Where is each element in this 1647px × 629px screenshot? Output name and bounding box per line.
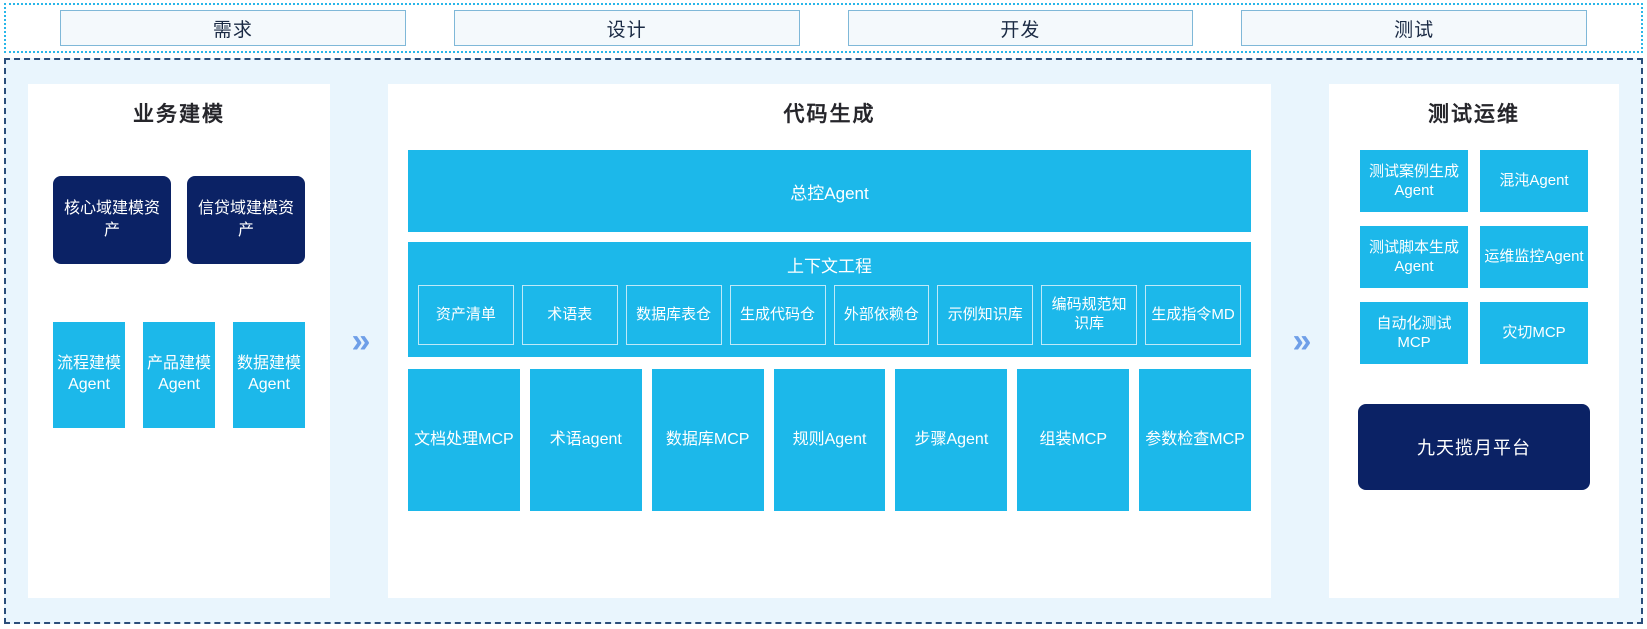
card-automated-test-mcp[interactable]: 自动化测试MCP [1360, 302, 1468, 364]
context-item-db-table-repo[interactable]: 数据库表仓 [625, 285, 722, 345]
tool-card-glossary-agent[interactable]: 术语agent [529, 369, 642, 511]
context-engineering-block: 上下文工程 资产清单 术语表 数据库表仓 生成代码仓 外部依赖仓 示例知识库 编… [408, 242, 1251, 357]
panel-title-code-generation: 代码生成 [783, 103, 876, 126]
context-item-example-knowledge-base[interactable]: 示例知识库 [937, 285, 1034, 345]
test-operations-grid: 测试案例生成Agent 混沌Agent 测试脚本生成Agent 运维监控Agen… [1360, 150, 1588, 364]
asset-card-credit-domain[interactable]: 信贷域建模资产 [187, 176, 305, 264]
business-asset-group: 核心域建模资产 信贷域建模资产 [53, 176, 305, 264]
card-chaos-agent[interactable]: 混沌Agent [1480, 150, 1588, 212]
context-item-coding-standard-knowledge-base[interactable]: 编码规范知识库 [1041, 285, 1138, 345]
context-item-external-dependency-repo[interactable]: 外部依赖仓 [833, 285, 930, 345]
panel-title-test-operations: 测试运维 [1428, 103, 1520, 126]
tool-card-database-mcp[interactable]: 数据库MCP [651, 369, 764, 511]
asset-card-core-domain[interactable]: 核心域建模资产 [53, 176, 171, 264]
panel-test-operations: 测试运维 测试案例生成Agent 混沌Agent 测试脚本生成Agent 运维监… [1329, 84, 1619, 598]
phase-bar: 需求 设计 开发 测试 [4, 3, 1643, 53]
panel-code-generation: 代码生成 总控Agent 上下文工程 资产清单 术语表 数据库表仓 生成代码仓 … [388, 84, 1271, 598]
agent-card-process-modeling[interactable]: 流程建模Agent [53, 322, 125, 428]
context-item-row: 资产清单 术语表 数据库表仓 生成代码仓 外部依赖仓 示例知识库 编码规范知识库… [418, 285, 1241, 345]
double-chevron-right-icon-left: » [351, 321, 371, 360]
context-item-generated-code-repo[interactable]: 生成代码仓 [729, 285, 826, 345]
code-generation-content: 总控Agent 上下文工程 资产清单 术语表 数据库表仓 生成代码仓 外部依赖仓… [388, 128, 1271, 525]
panel-business-modeling: 业务建模 核心域建模资产 信贷域建模资产 流程建模Agent 产品建模Agent… [28, 84, 330, 598]
card-test-case-generation-agent[interactable]: 测试案例生成Agent [1360, 150, 1468, 212]
context-item-generation-instruction-md[interactable]: 生成指令MD [1145, 285, 1241, 345]
tool-card-assembly-mcp[interactable]: 组装MCP [1017, 369, 1130, 511]
phase-chip-testing[interactable]: 测试 [1241, 10, 1587, 46]
master-agent-bar[interactable]: 总控Agent [408, 150, 1251, 232]
agent-card-data-modeling[interactable]: 数据建模Agent [233, 322, 305, 428]
context-item-glossary[interactable]: 术语表 [521, 285, 618, 345]
card-disaster-switch-mcp[interactable]: 灾切MCP [1480, 302, 1588, 364]
platform-card-jiutian-lanyue[interactable]: 九天揽月平台 [1358, 404, 1590, 490]
phase-chip-development[interactable]: 开发 [847, 10, 1194, 46]
phase-chip-design[interactable]: 设计 [453, 10, 800, 46]
context-engineering-title: 上下文工程 [787, 257, 872, 276]
panel-title-business-modeling: 业务建模 [133, 103, 225, 126]
card-test-script-generation-agent[interactable]: 测试脚本生成Agent [1360, 226, 1468, 288]
tool-card-parameter-check-mcp[interactable]: 参数检查MCP [1139, 369, 1252, 511]
main-region: 业务建模 核心域建模资产 信贷域建模资产 流程建模Agent 产品建模Agent… [4, 58, 1643, 624]
card-operations-monitoring-agent[interactable]: 运维监控Agent [1480, 226, 1588, 288]
agent-card-product-modeling[interactable]: 产品建模Agent [143, 322, 215, 428]
tool-card-step-agent[interactable]: 步骤Agent [895, 369, 1008, 511]
business-agent-group: 流程建模Agent 产品建模Agent 数据建模Agent [53, 322, 305, 428]
tool-card-rule-agent[interactable]: 规则Agent [773, 369, 886, 511]
context-item-asset-list[interactable]: 资产清单 [418, 285, 514, 345]
tool-row: 文档处理MCP 术语agent 数据库MCP 规则Agent 步骤Agent 组… [408, 369, 1252, 511]
tool-card-document-processing-mcp[interactable]: 文档处理MCP [408, 369, 520, 511]
double-chevron-right-icon-right: » [1292, 321, 1312, 360]
phase-chip-requirements[interactable]: 需求 [60, 10, 406, 46]
